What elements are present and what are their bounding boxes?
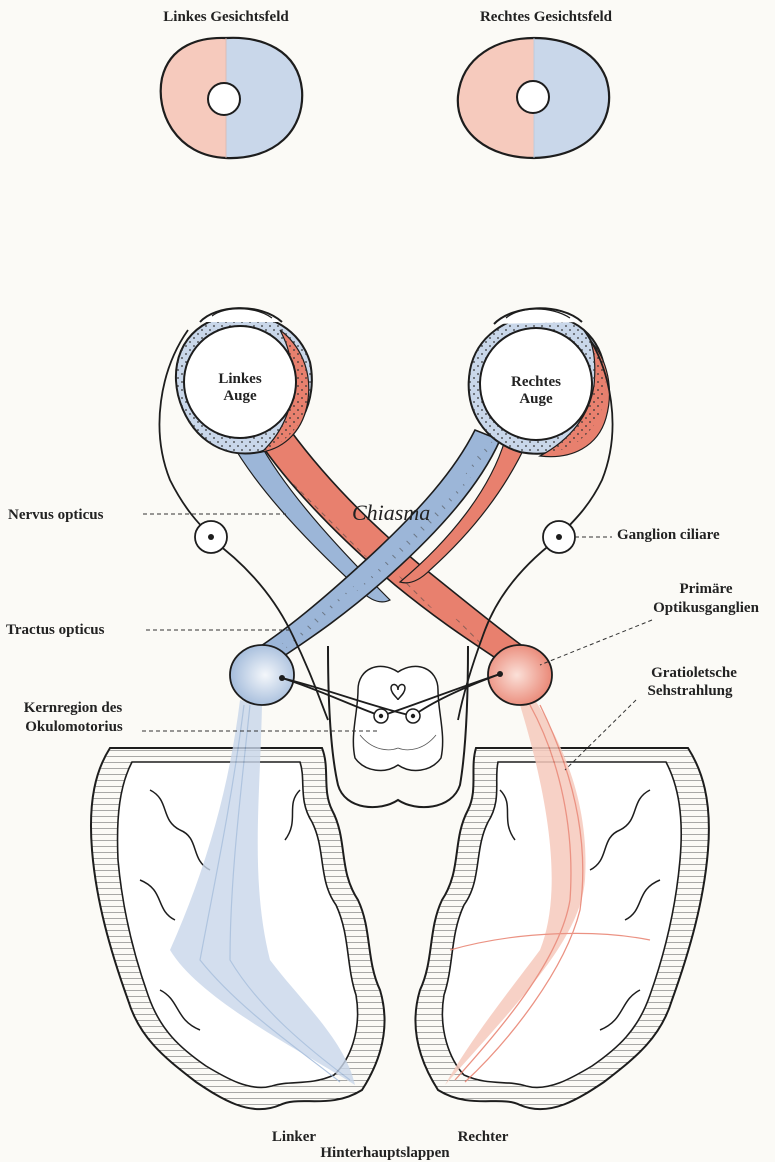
right-eye: Rechtes Auge: [469, 308, 610, 456]
right-visual-field-title: Rechtes Gesichtsfeld: [480, 9, 613, 25]
gratiolet-label: Gratioletsche: [651, 665, 737, 681]
left-visual-field-title: Linkes Gesichtsfeld: [163, 9, 289, 25]
left-eye: Linkes Auge: [176, 308, 312, 453]
left-eye-label: Linkes: [218, 371, 262, 387]
chiasma-label: Chiasma: [352, 500, 430, 525]
midbrain-section: [328, 646, 468, 807]
sehstrahlung-label: Sehstrahlung: [647, 683, 733, 699]
right-lobe-label: Rechter: [458, 1129, 509, 1145]
kernregion-label: Kernregion des: [24, 700, 123, 716]
left-primary-optic-ganglion: [230, 645, 294, 705]
hinterhauptslappen-label: Hinterhauptslappen: [320, 1145, 450, 1161]
right-visual-field: [458, 38, 609, 158]
okulomotorius-label: Okulomotorius: [25, 719, 123, 735]
nervus-opticus-label: Nervus opticus: [8, 507, 104, 523]
ganglion-ciliare-label: Ganglion ciliare: [617, 527, 720, 543]
right-eye-label-2: Auge: [519, 391, 553, 407]
optikusganglien-leader: [540, 620, 652, 665]
tractus-opticus-label: Tractus opticus: [6, 622, 105, 638]
left-lobe-label: Linker: [272, 1129, 317, 1145]
primaere-label: Primäre: [679, 581, 732, 597]
left-visual-field: [161, 38, 303, 158]
optikusganglien-label: Optikusganglien: [653, 600, 760, 616]
left-eye-label-2: Auge: [223, 388, 257, 404]
right-eye-label: Rechtes: [511, 374, 561, 390]
